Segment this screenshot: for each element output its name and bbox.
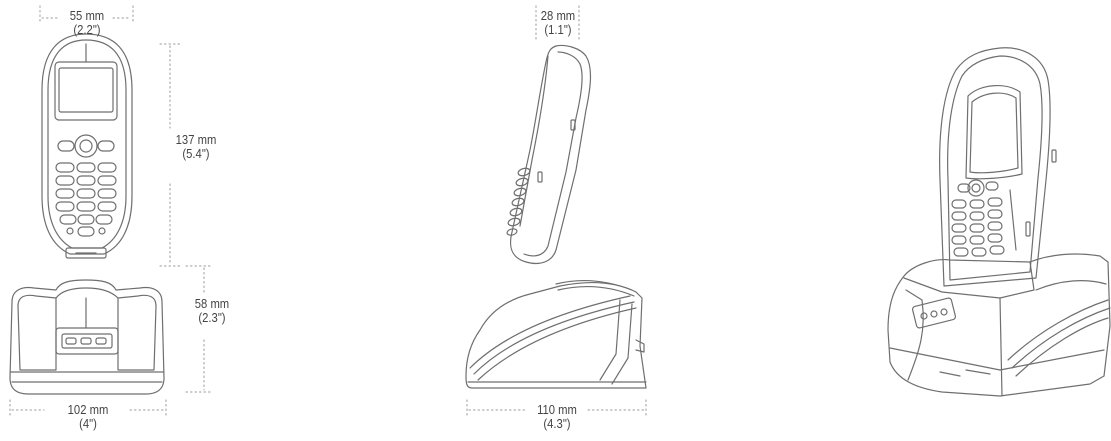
cradle-front-icon <box>9 279 165 395</box>
handset-front-icon <box>41 33 133 259</box>
cradle-height-imperial: (2.3") <box>198 311 226 325</box>
handset-height-metric: 137 mm <box>175 133 217 147</box>
handset-side-icon <box>506 44 592 265</box>
handset-width-imperial: (2.2") <box>73 23 101 37</box>
cradle-depth-metric: 110 mm <box>537 403 577 417</box>
cradle-width-label: 102 mm (4") <box>65 403 112 431</box>
handset-depth-metric: 28 mm <box>540 9 576 23</box>
handset-width-label: 55 mm (2.2") <box>65 9 110 37</box>
handset-height-imperial: (5.4") <box>182 147 210 161</box>
handset-width-metric: 55 mm <box>69 9 105 23</box>
cradle-height-label: 58 mm (2.3") <box>192 297 232 325</box>
cradle-width-metric: 102 mm <box>67 403 109 417</box>
handset-depth-imperial: (1.1") <box>544 23 572 37</box>
cradle-depth-label: 110 mm (4.3") <box>532 403 582 431</box>
cradle-height-metric: 58 mm <box>194 297 230 311</box>
handset-in-cradle-icon <box>887 47 1111 397</box>
dimension-guides <box>9 5 647 419</box>
handset-height-label: 137 mm (5.4") <box>174 133 217 161</box>
cradle-side-icon <box>465 280 647 389</box>
handset-depth-label: 28 mm (1.1") <box>537 9 578 37</box>
cradle-depth-imperial: (4.3") <box>543 417 571 431</box>
cradle-width-imperial: (4") <box>79 417 97 431</box>
